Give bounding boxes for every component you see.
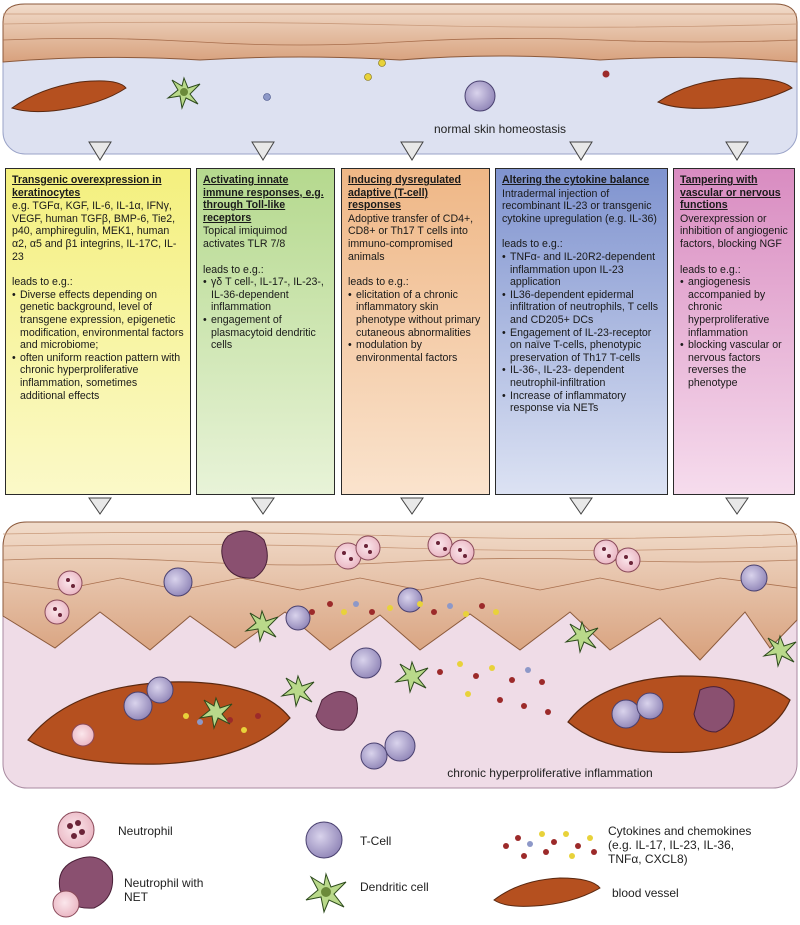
legend-dendritic-label: Dendritic cell xyxy=(360,880,429,894)
legend-blood-vessel-icon xyxy=(493,877,601,907)
legend-dendritic-icon xyxy=(305,872,347,914)
box-leads: leads to e.g.: xyxy=(348,276,409,289)
box-leads: leads to e.g.: xyxy=(680,263,741,276)
box-title: Inducing dysregulated adaptive (T-cell) … xyxy=(348,174,462,212)
box-item: TNFα- and IL-20R2-dependent inflammation… xyxy=(502,251,661,289)
box-item: Engagement of IL-23-receptor on naïve T-… xyxy=(502,327,661,365)
box-intro: e.g. TGFα, KGF, IL-6, IL-1α, IFNγ, VEGF,… xyxy=(12,200,177,263)
box-item: engagement of plasmacytoid dendritic cel… xyxy=(203,314,328,352)
legend-neutrophil-icon xyxy=(57,811,95,849)
box-intro: Adoptive transfer of CD4+, CD8+ or Th17 … xyxy=(348,212,474,263)
legend-cytokines-examples: (e.g. IL-17, IL-23, IL-36, TNFα, CXCL8) xyxy=(608,838,735,866)
box-title: Altering the cytokine balance xyxy=(502,174,650,186)
cytokine-dots xyxy=(183,601,551,733)
neutrophil-group xyxy=(44,532,641,747)
legend-neutrophil-net-icon xyxy=(52,856,114,918)
box-item: IL36-dependent epidermal infiltration of… xyxy=(502,289,661,327)
legend-cytokines-icon xyxy=(503,831,597,859)
box-title: Activating innate immune responses, e.g.… xyxy=(203,174,324,224)
box-item: γδ T cell-, IL-17-, IL-23-, IL-36-depend… xyxy=(203,276,328,314)
legend-cytokines-title: Cytokines and chemokines xyxy=(608,824,752,838)
legend-tcell-label: T-Cell xyxy=(360,834,392,848)
normal-skin-panel xyxy=(2,3,798,161)
dendritic-cell xyxy=(166,76,201,110)
box-item: elicitation of a chronic inflammatory sk… xyxy=(348,289,483,339)
tcell-group xyxy=(123,564,768,770)
legend-blood-vessel-label: blood vessel xyxy=(612,886,679,900)
box-vascular-nervous: Tampering with vascular or nervous funct… xyxy=(673,168,795,495)
blood-vessel xyxy=(656,77,793,109)
box-item: Diverse effects depending on genetic bac… xyxy=(12,289,184,352)
legend-neutrophil-label: Neutrophil xyxy=(118,824,173,838)
box-title: Tampering with vascular or nervous funct… xyxy=(680,174,781,212)
top-panel-caption: normal skin homeostasis xyxy=(433,122,567,136)
box-transgenic-overexpression: Transgenic overexpression in keratinocyt… xyxy=(5,168,191,495)
box-item: blocking vascular or nervous factors rev… xyxy=(680,339,788,389)
box-innate-immune: Activating innate immune responses, e.g.… xyxy=(196,168,335,495)
blood-vessel xyxy=(10,80,127,113)
legend-tcell-icon xyxy=(305,821,343,859)
box-title: Transgenic overexpression in keratinocyt… xyxy=(12,174,162,199)
box-intro: Topical imiquimod activates TLR 7/8 xyxy=(203,225,288,250)
bottom-panel-caption: chronic hyperproliferative inflammation xyxy=(447,766,653,780)
neutrophil-net-group xyxy=(221,530,735,733)
legend-neutrophil-net-label: Neutrophil with NET xyxy=(124,876,204,904)
box-item: often uniform reaction pattern with chro… xyxy=(12,352,184,402)
box-cytokine-balance: Altering the cytokine balance Intraderma… xyxy=(495,168,668,495)
box-intro: Overexpression or inhibition of angiogen… xyxy=(680,212,788,250)
blood-vessel xyxy=(567,675,791,754)
tcell xyxy=(464,80,496,112)
dendritic-cell-group xyxy=(198,609,797,730)
box-leads: leads to e.g.: xyxy=(203,263,264,276)
box-item: angiogenesis accompanied by chronic hype… xyxy=(680,276,788,339)
box-item: modulation by environmental factors xyxy=(348,339,483,364)
box-item: IL-36-, IL-23- dependent neutrophil-infi… xyxy=(502,364,661,389)
inflamed-skin-panel xyxy=(2,497,798,789)
box-item: Increase of inflammatory response via NE… xyxy=(502,390,661,415)
box-intro: Intradermal injection of recombinant IL-… xyxy=(502,187,657,225)
box-leads: leads to e.g.: xyxy=(502,238,563,251)
blood-vessel xyxy=(27,681,291,765)
box-adaptive-responses: Inducing dysregulated adaptive (T-cell) … xyxy=(341,168,490,495)
box-leads: leads to e.g.: xyxy=(12,276,73,289)
